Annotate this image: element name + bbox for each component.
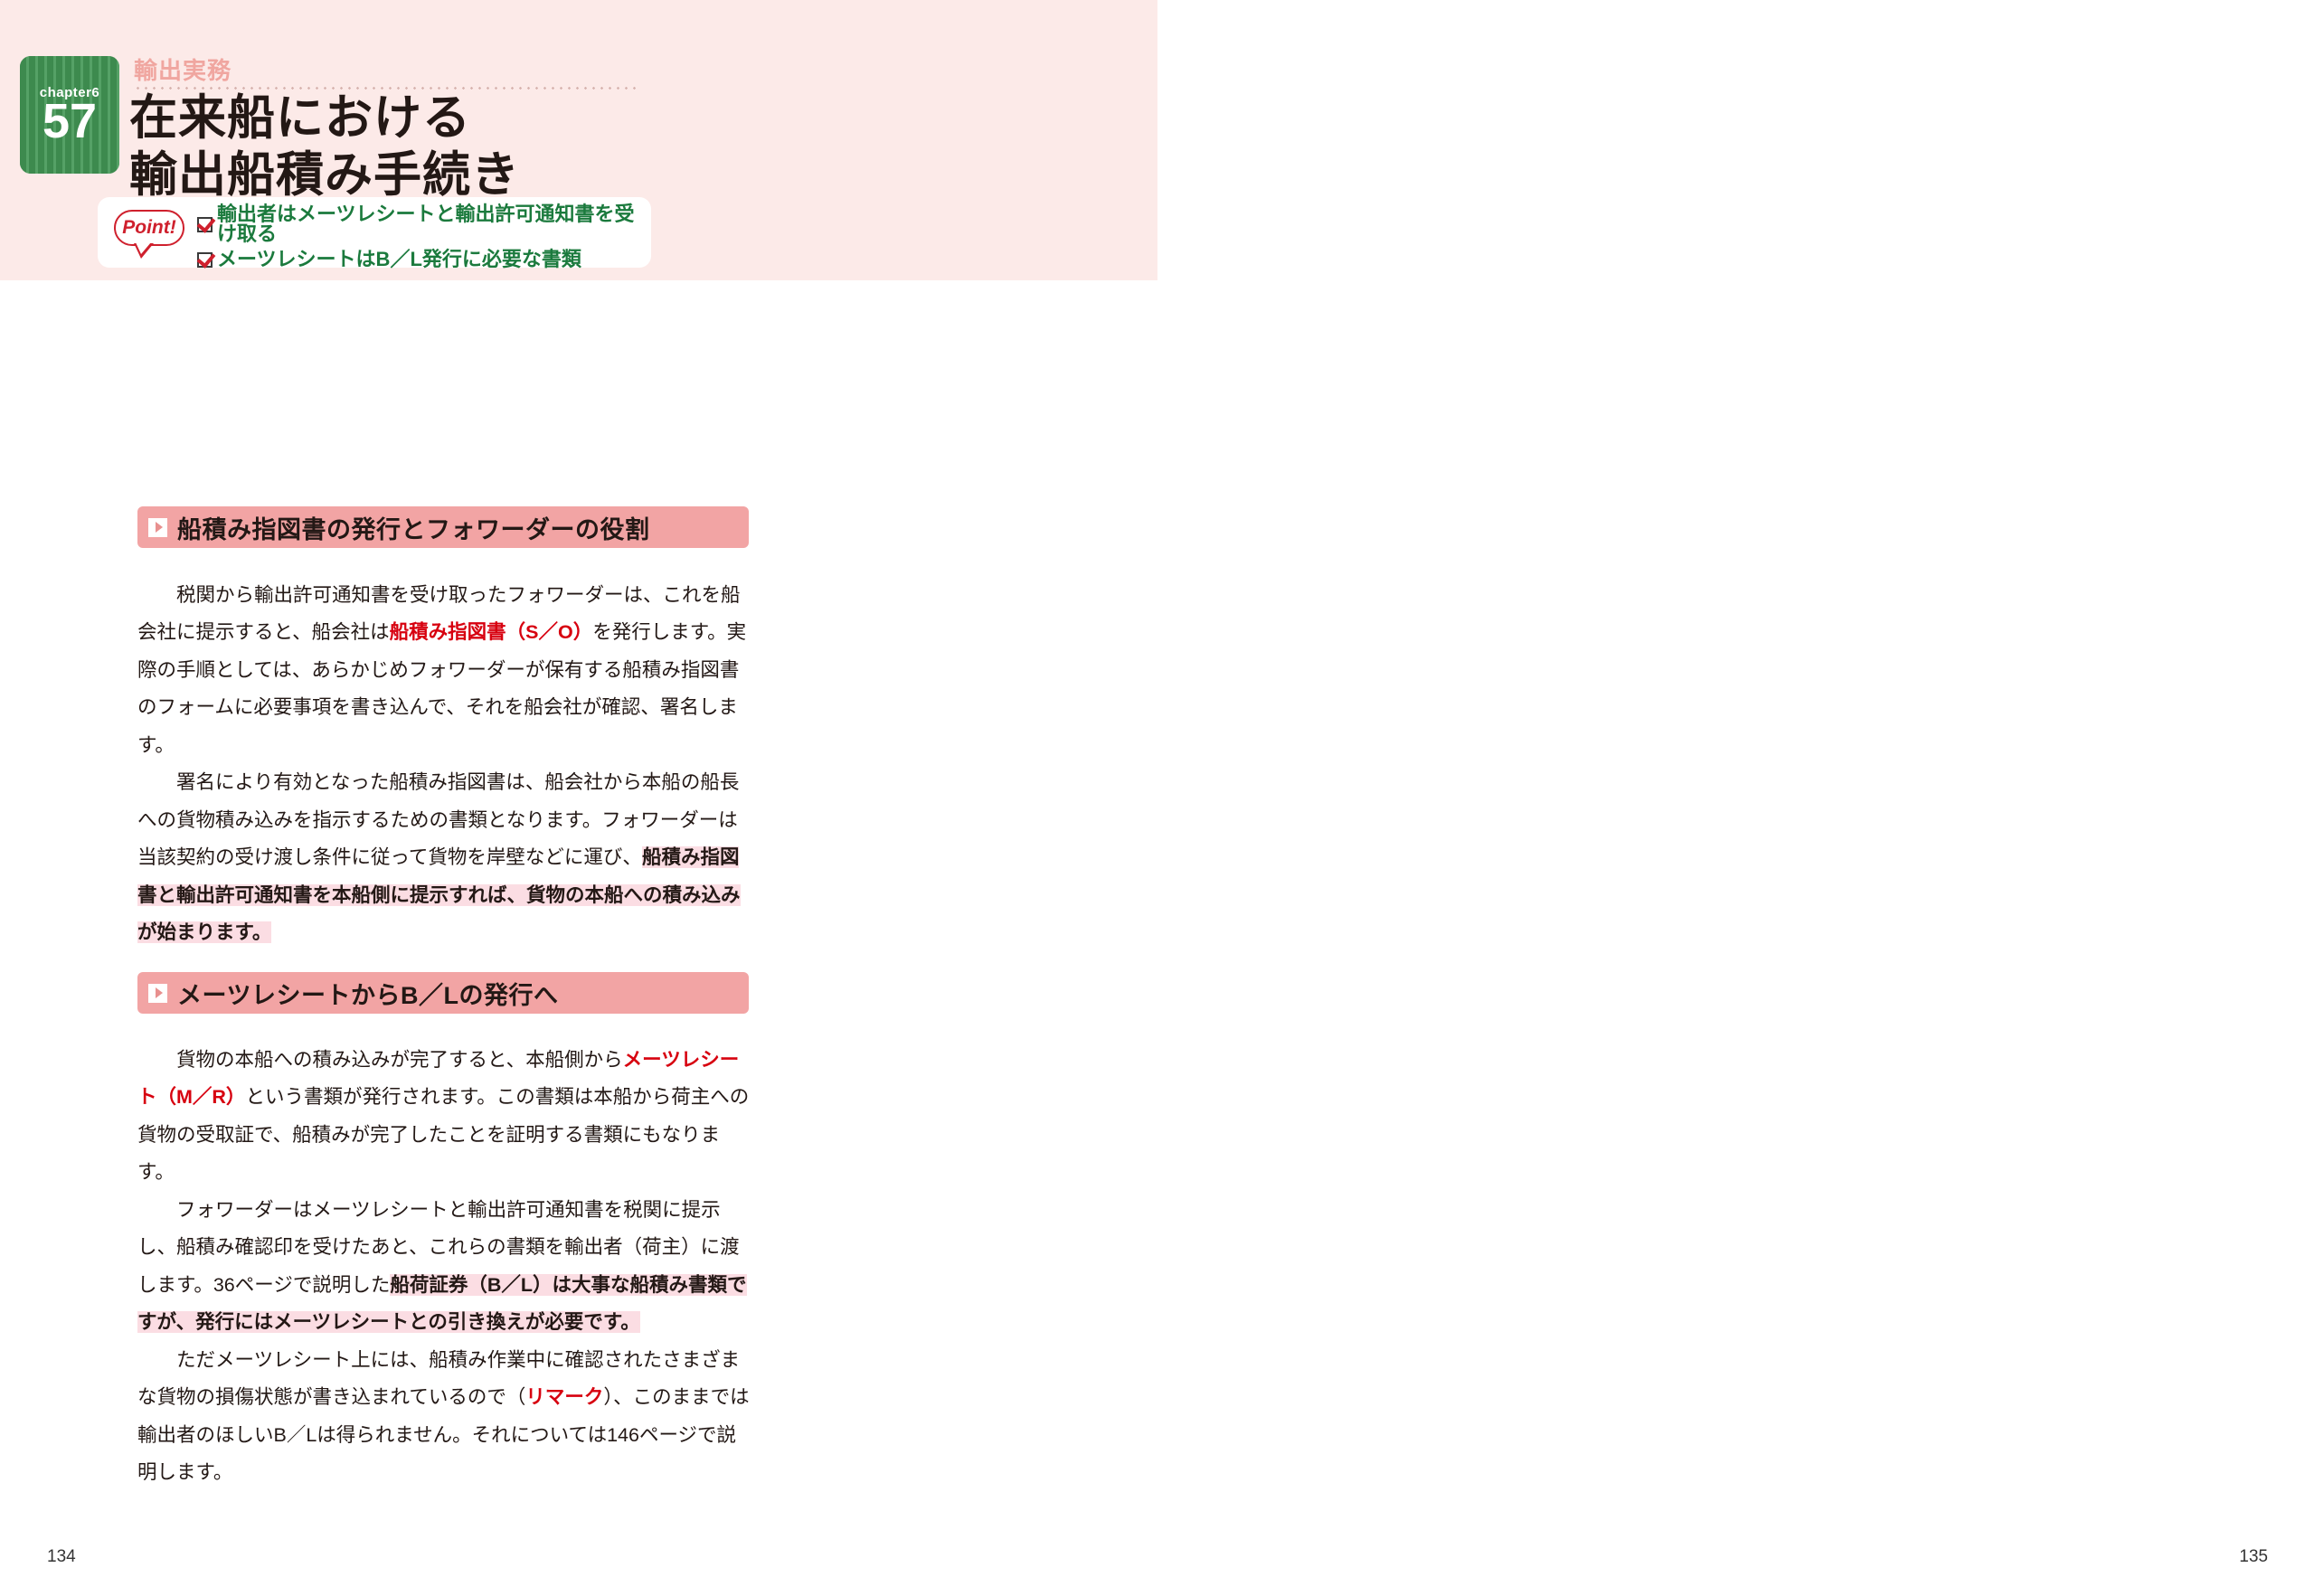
section-heading-2-text: メーツレシートからB／Lの発行へ [177, 981, 559, 1009]
paragraph: 署名により有効となった船積み指図書は、船会社から本船の船長への貨物積み込みを指示… [137, 771, 741, 944]
emphasis-red: リマーク [525, 1386, 604, 1409]
paragraph: フォワーダーはメーツレシートと輸出許可通知書を税関に提示し、船積み確認印を受けた… [137, 1198, 747, 1334]
check-icon [197, 251, 213, 268]
badge-stripes [20, 56, 119, 174]
point-box: Point! 輸出者はメーツレシートと輸出許可通知書を受け取る メーツレシートは… [98, 197, 651, 269]
section-1-body: 税関から輸出許可通知書を受け取ったフォワーダーは、これを船会社に提示すると、船会… [137, 577, 752, 952]
point-item-text: 輸出者はメーツレシートと輸出許可通知書を受け取る [217, 203, 635, 245]
page-title: 在来船における 輸出船積み手続き [129, 90, 762, 203]
paragraph: ただメーツレシート上には、船積み作業中に確認されたさまざまな貨物の損傷状態が書き… [137, 1348, 750, 1484]
check-icon [197, 216, 213, 232]
right-page: ▸在来船船積みの手順 フォワーダーは船積みに必要な手続きをして、輸出者に書類を渡… [1158, 0, 2315, 1596]
page-number-right: 135 [2239, 1547, 2268, 1566]
triangle-icon [148, 983, 167, 1003]
emphasis-red: 船積み指図書（S／O） [389, 621, 593, 644]
section-number: 57 [42, 93, 98, 148]
point-item: メーツレシートはB／L発行に必要な書類 [197, 250, 651, 269]
point-list: 輸出者はメーツレシートと輸出許可通知書を受け取る メーツレシートはB／L発行に必… [197, 204, 651, 275]
point-badge: Point! [114, 210, 184, 259]
page-number-left: 134 [47, 1547, 76, 1566]
section-2-body: 貨物の本船への積み込みが完了すると、本船側からメーツレシート（M／R）という書類… [137, 1042, 752, 1492]
kicker-label: 輸出実務 [134, 57, 232, 84]
paragraph: 貨物の本船への積み込みが完了すると、本船側からメーツレシート（M／R）という書類… [137, 1049, 750, 1184]
emphasis-red: メーツレシート（M／R） [137, 1049, 740, 1109]
kicker-dotted-rule [134, 87, 640, 90]
point-item: 輸出者はメーツレシートと輸出許可通知書を受け取る [197, 204, 651, 244]
title-line-1: 在来船における [129, 91, 471, 145]
section-heading-1-text: 船積み指図書の発行とフォワーダーの役割 [177, 515, 650, 543]
point-item-text: メーツレシートはB／L発行に必要な書類 [217, 248, 581, 270]
left-page: chapter6 57 輸出実務 在来船における 輸出船積み手続き Point!… [0, 0, 1158, 1596]
chapter-label: chapter6 [39, 84, 100, 100]
section-heading-1: 船積み指図書の発行とフォワーダーの役割 [137, 506, 749, 548]
highlight: 船積み指図書と輸出許可通知書を本船側に提示すれば、貨物の本船への積み込みが始まり… [137, 846, 741, 944]
title-line-2: 輸出船積み手続き [129, 147, 520, 202]
chapter-badge: chapter6 57 [20, 56, 119, 174]
section-heading-2: メーツレシートからB／Lの発行へ [137, 972, 749, 1014]
paragraph: 税関から輸出許可通知書を受け取ったフォワーダーは、これを船会社に提示すると、船会… [137, 584, 747, 756]
highlight: 船荷証券（B／L）は大事な船積み書類ですが、発行にはメーツレシートとの引き換えが… [137, 1273, 747, 1334]
triangle-icon [148, 517, 167, 537]
